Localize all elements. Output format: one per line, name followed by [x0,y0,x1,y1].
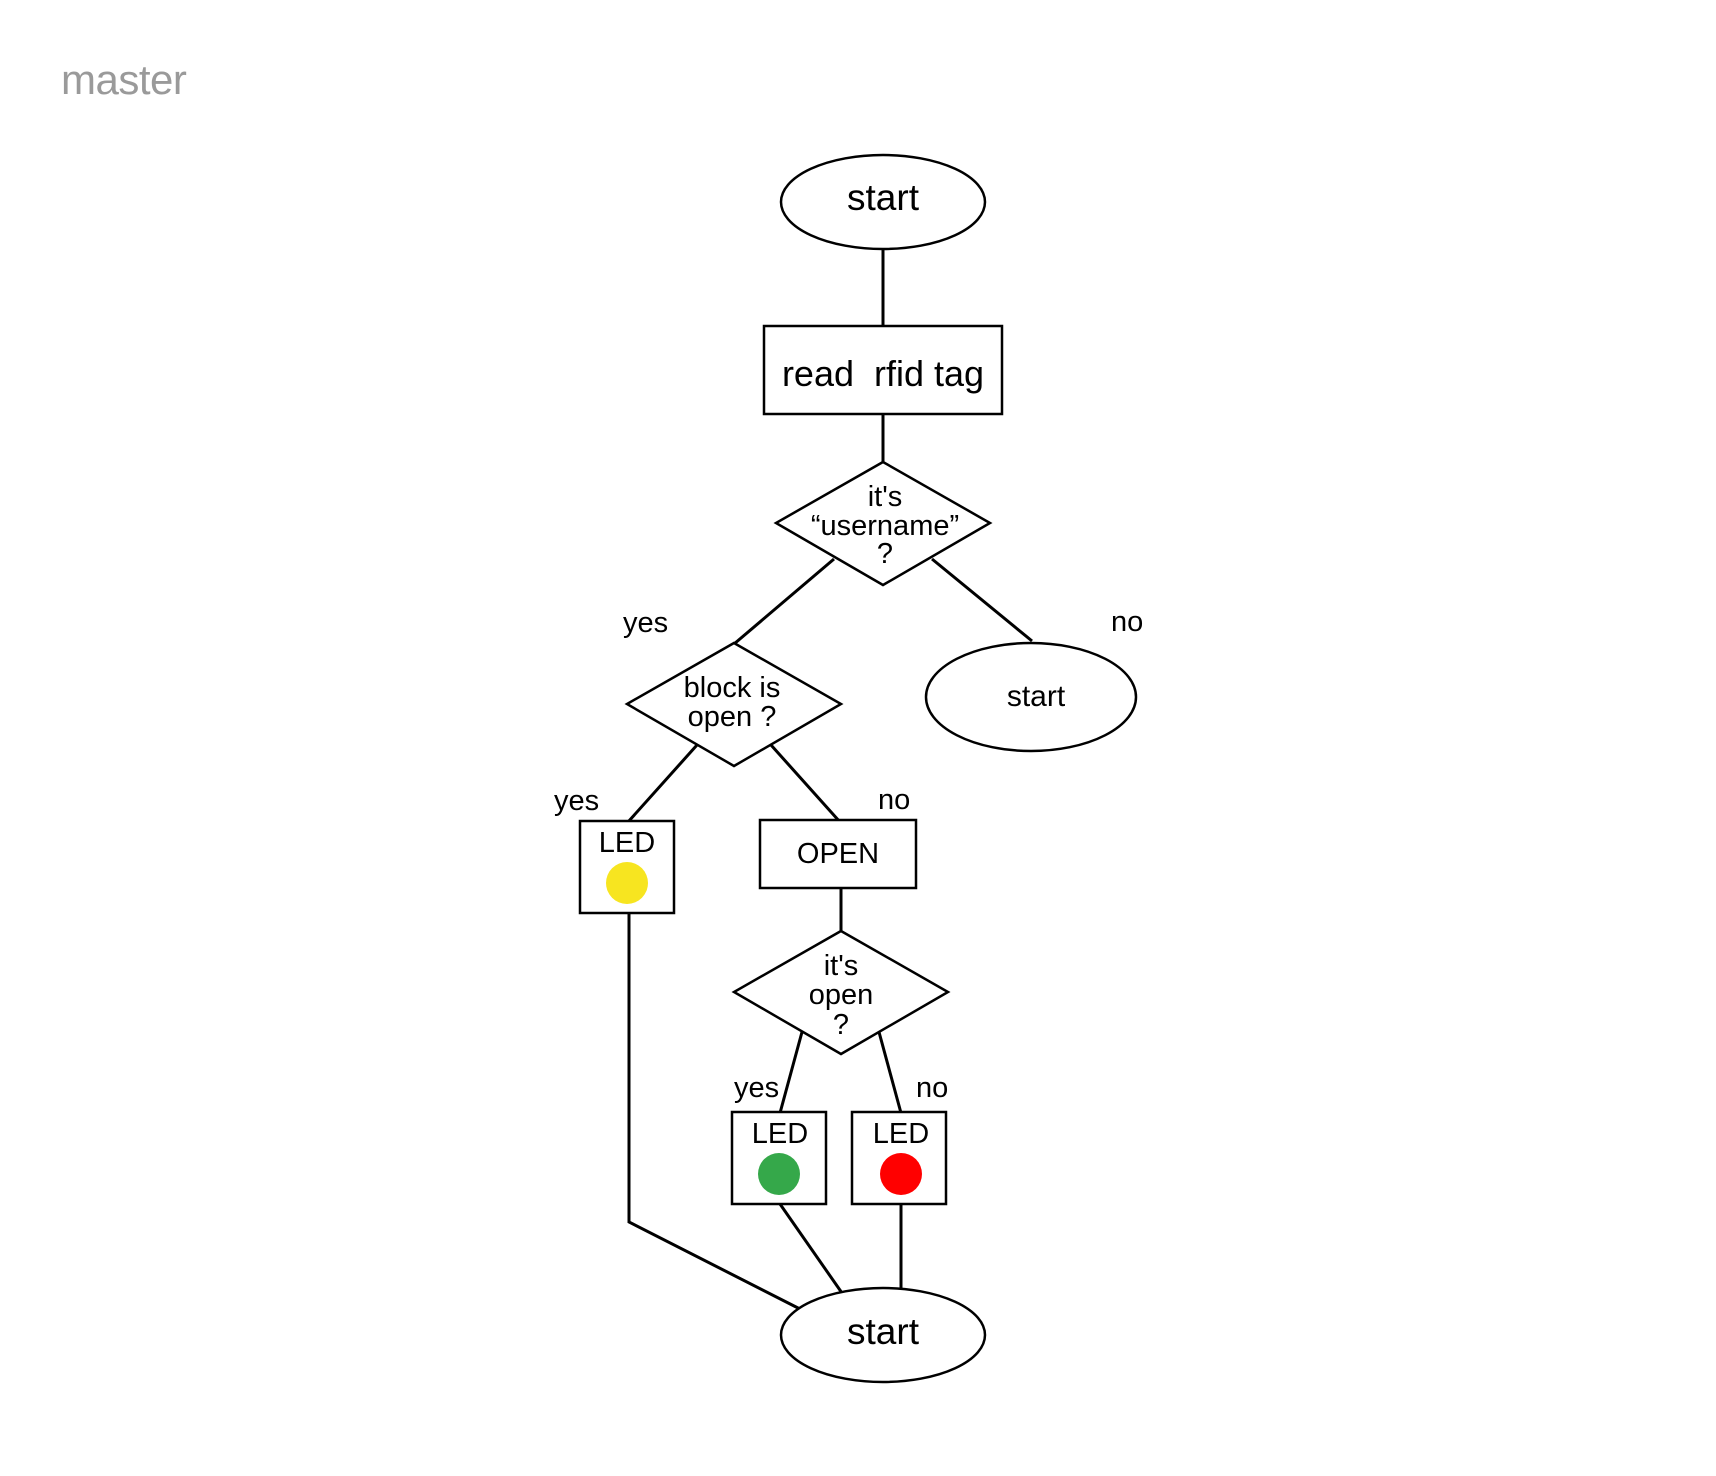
led-red-box: LED [850,1110,948,1206]
start-terminal-bottom: start [779,1286,987,1384]
edge-block-yes [626,743,699,824]
led-green-label: LED [752,1118,808,1150]
open-action-box: OPEN [758,818,918,890]
led-yellow-label: LED [599,827,655,859]
start-top-label: start [847,177,920,218]
led-green-box: LED [730,1110,828,1206]
decision-block-open: block is open ? [624,641,844,768]
block-open-line-1: block is [684,672,781,704]
edge-block-no [769,743,842,824]
diagram-title: master [61,56,187,103]
open-action-label: OPEN [797,838,879,870]
edge-username-no [931,557,1033,643]
edge-label-username-no: no [1111,606,1143,638]
decision-username: it's “username” ? [773,460,993,587]
start-bottom-label: start [847,1311,920,1352]
start-no-user-label: start [1007,680,1066,713]
username-line-2: “username” [811,510,959,542]
is-open-line-3: ? [833,1009,849,1041]
led-red-label: LED [873,1118,929,1150]
username-line-1: it's [868,481,903,513]
edge-label-block-no: no [878,784,910,816]
edge-label-username-yes: yes [623,607,668,639]
start-terminal-top: start [779,153,987,251]
edge-username-yes [733,557,835,646]
block-open-line-2: open ? [688,701,777,733]
edge-label-block-yes: yes [554,785,599,817]
led-red-indicator [880,1153,922,1195]
is-open-line-2: open [809,979,874,1011]
username-line-3: ? [877,538,893,570]
edge-label-open-yes: yes [734,1072,779,1104]
edge-yellow-to-end [627,913,801,1311]
edge-label-open-no: no [916,1072,948,1104]
decision-is-open: it's open ? [731,929,951,1056]
read-rfid-label: read rfid tag [782,353,984,394]
edge-isopen-yes [778,1031,804,1114]
start-terminal-no-user: start [924,641,1138,753]
edges [626,250,1033,1311]
edge-isopen-no [877,1031,903,1114]
led-yellow-indicator [606,862,648,904]
led-yellow-box: LED [578,819,676,915]
led-green-indicator [758,1153,800,1195]
edge-green-to-end [778,1203,844,1294]
read-rfid-process: read rfid tag [762,324,1004,416]
is-open-line-1: it's [824,950,859,982]
